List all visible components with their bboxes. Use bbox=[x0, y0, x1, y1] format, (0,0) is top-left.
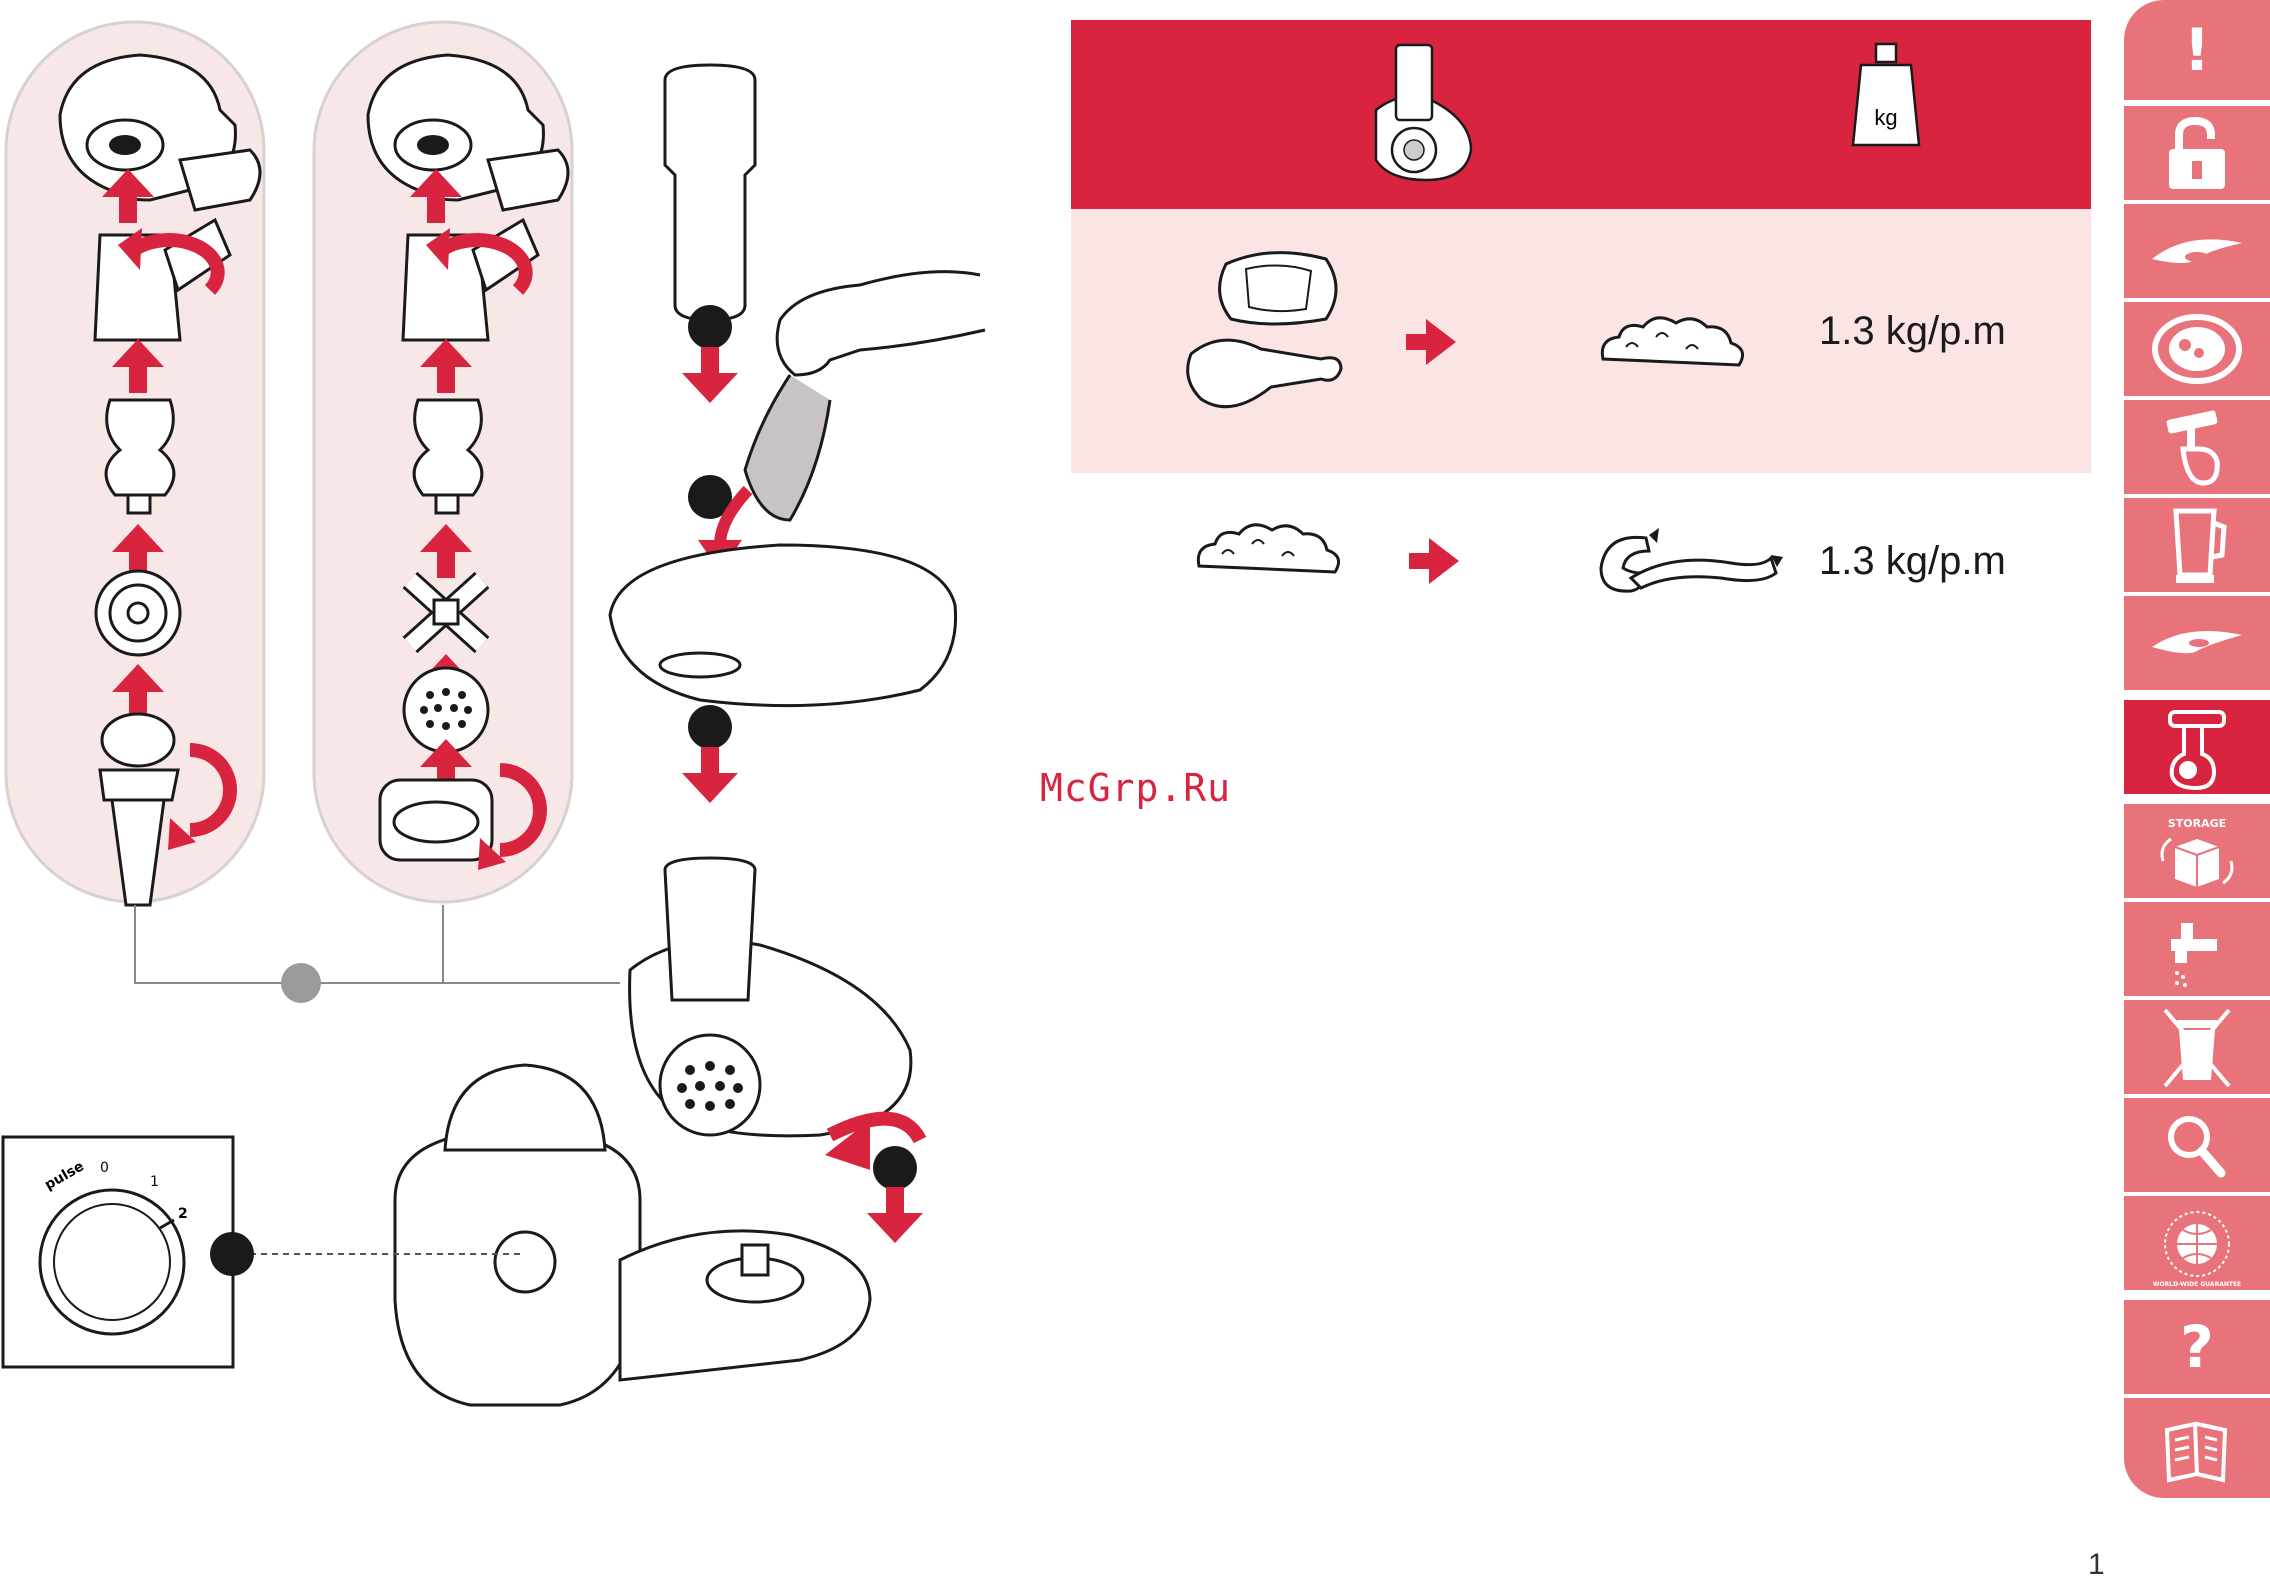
no-bin-icon bbox=[2157, 1002, 2237, 1092]
sausage-icon bbox=[1601, 528, 1783, 591]
storage-box-icon: STORAGE bbox=[2147, 809, 2247, 893]
disc-icon bbox=[2149, 309, 2245, 389]
unlock-icon bbox=[2157, 113, 2237, 193]
tap-cleaning-icon bbox=[2157, 907, 2237, 991]
blender-jug-icon bbox=[2162, 503, 2232, 587]
arrow-right-icon bbox=[1409, 538, 1459, 584]
minced-meat-icon bbox=[1198, 525, 1338, 572]
tab-whisk[interactable] bbox=[2124, 400, 2270, 494]
knife-blade-icon bbox=[2147, 613, 2247, 673]
rate-row-1: 1.3 kg/p.m bbox=[1819, 309, 2006, 354]
connector-lines bbox=[135, 905, 620, 1003]
magnifier-icon bbox=[2157, 1103, 2237, 1187]
tab-unlock[interactable] bbox=[2124, 106, 2270, 200]
page-number: 1 bbox=[2088, 1548, 2105, 1582]
tab-knife[interactable] bbox=[2124, 596, 2270, 690]
tab-guarantee[interactable]: WORLD-WIDE GUARANTEE bbox=[2124, 1196, 2270, 1290]
weight-label: kg bbox=[1874, 105, 1897, 130]
table-row: 1.3 kg/p.m bbox=[1071, 209, 2091, 473]
tab-troubleshooting[interactable] bbox=[2124, 1098, 2270, 1192]
mounted-grinder bbox=[630, 858, 923, 1243]
meat-grinder-icon bbox=[1376, 45, 1471, 180]
dial-label-off: 0 bbox=[100, 1160, 109, 1176]
storage-label: STORAGE bbox=[2168, 817, 2226, 830]
tab-storage[interactable]: STORAGE bbox=[2124, 804, 2270, 898]
tab-warning[interactable]: ! bbox=[2124, 0, 2270, 100]
weight-kg-icon: kg bbox=[1853, 44, 1919, 145]
tab-disposal[interactable] bbox=[2124, 1000, 2270, 1094]
guarantee-label: WORLD-WIDE GUARANTEE bbox=[2153, 1281, 2241, 1288]
watermark: McGrp.Ru bbox=[1040, 766, 1231, 810]
blade-icon bbox=[2147, 221, 2247, 281]
chicken-leg-icon bbox=[1188, 340, 1341, 407]
table-header: kg bbox=[1071, 20, 2091, 209]
arrow-right-icon bbox=[1406, 319, 1456, 365]
mincing-attachment-assembly bbox=[314, 22, 572, 902]
rate-row-2: 1.3 kg/p.m bbox=[1819, 539, 2006, 584]
table-row: 1.3 kg/p.m bbox=[1071, 473, 2091, 643]
dial-label-2: 2 bbox=[178, 1206, 188, 1222]
minced-meat-icon bbox=[1602, 318, 1742, 365]
manual-book-icon bbox=[2157, 1408, 2237, 1488]
pusher-tray-steps bbox=[610, 65, 985, 803]
assembly-illustration: pulse 0 1 2 bbox=[0, 0, 1070, 1420]
tab-help[interactable]: ? bbox=[2124, 1300, 2270, 1394]
meat-grinder-icon bbox=[2152, 702, 2242, 792]
sausage-attachment-assembly bbox=[6, 22, 264, 905]
warning-icon: ! bbox=[2184, 16, 2210, 84]
meat-icon bbox=[1220, 253, 1336, 324]
question-icon: ? bbox=[2180, 1313, 2214, 1381]
tab-manual[interactable] bbox=[2124, 1398, 2270, 1498]
whisk-icon bbox=[2157, 405, 2237, 489]
tab-cleaning[interactable] bbox=[2124, 902, 2270, 996]
sidebar-tabs: ! bbox=[2124, 0, 2270, 1500]
tab-disc[interactable] bbox=[2124, 302, 2270, 396]
tab-meat-grinder[interactable] bbox=[2124, 700, 2270, 794]
globe-guarantee-icon: WORLD-WIDE GUARANTEE bbox=[2149, 1198, 2245, 1288]
tab-blender[interactable] bbox=[2124, 498, 2270, 592]
dial-label-1: 1 bbox=[150, 1174, 159, 1190]
tab-blade[interactable] bbox=[2124, 204, 2270, 298]
